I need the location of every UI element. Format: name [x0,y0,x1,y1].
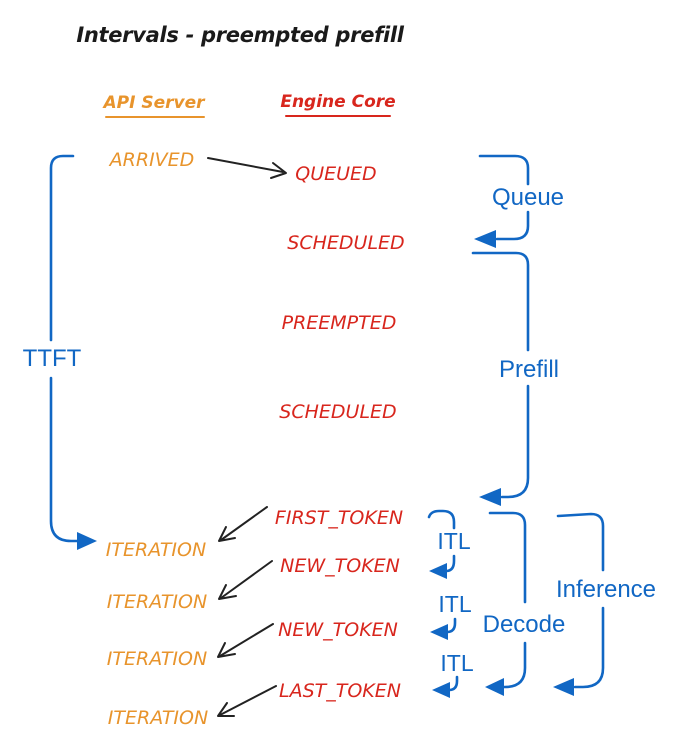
diagram-title: Intervals - preempted prefill [76,23,404,47]
ttft-bracket [49,154,97,550]
itl-label-3: ITL [440,650,473,676]
prefill-arrowhead-icon [479,488,501,506]
event-arrived: ARRIVED [108,149,195,171]
arrow-new-token-2-to-iteration [217,623,274,658]
api-server-column-header: API Server [101,93,206,113]
inference-bracket [553,512,605,696]
ttft-arrowhead-icon [77,532,97,550]
arrow-first-token-to-iteration [218,506,268,542]
inference-label: Inference [556,576,656,603]
decode-label: Decode [483,611,566,638]
queue-bracket [474,154,530,248]
queue-label: Queue [492,184,564,211]
inference-arrowhead-icon [553,678,574,696]
event-queued: QUEUED [295,163,376,185]
itl-bracket-1 [427,509,456,579]
arrow-arrived-to-queued [207,157,287,179]
event-last-token: LAST_TOKEN [279,680,401,702]
event-preempted: PREEMPTED [282,312,397,334]
event-iteration-2: ITERATION [107,591,207,613]
event-scheduled-1: SCHEDULED [287,232,404,254]
decode-bracket [485,511,527,696]
event-new-token-1: NEW_TOKEN [280,555,400,577]
arrow-new-token-1-to-iteration [218,560,273,600]
queue-arrowhead-icon [474,230,496,248]
prefill-label: Prefill [499,356,559,383]
event-new-token-2: NEW_TOKEN [278,619,398,641]
itl-label-2: ITL [438,591,471,617]
itl-bracket-3 [432,675,459,698]
event-scheduled-2: SCHEDULED [279,401,396,423]
itl-bracket-2 [430,617,457,640]
event-first-token: FIRST_TOKEN [275,507,403,529]
itl-arrowhead-1-icon [429,563,447,579]
engine-core-column-header: Engine Core [280,92,395,112]
itl-label-1: ITL [437,528,470,554]
arrow-last-token-to-iteration [217,685,277,717]
event-iteration-1: ITERATION [106,539,206,561]
itl-arrowhead-2-icon [430,624,448,640]
decode-arrowhead-icon [485,678,504,696]
itl-arrowhead-3-icon [432,682,450,698]
ttft-label: TTFT [23,345,82,372]
event-iteration-4: ITERATION [108,707,208,729]
event-iteration-3: ITERATION [107,648,207,670]
prefill-bracket [471,251,530,506]
